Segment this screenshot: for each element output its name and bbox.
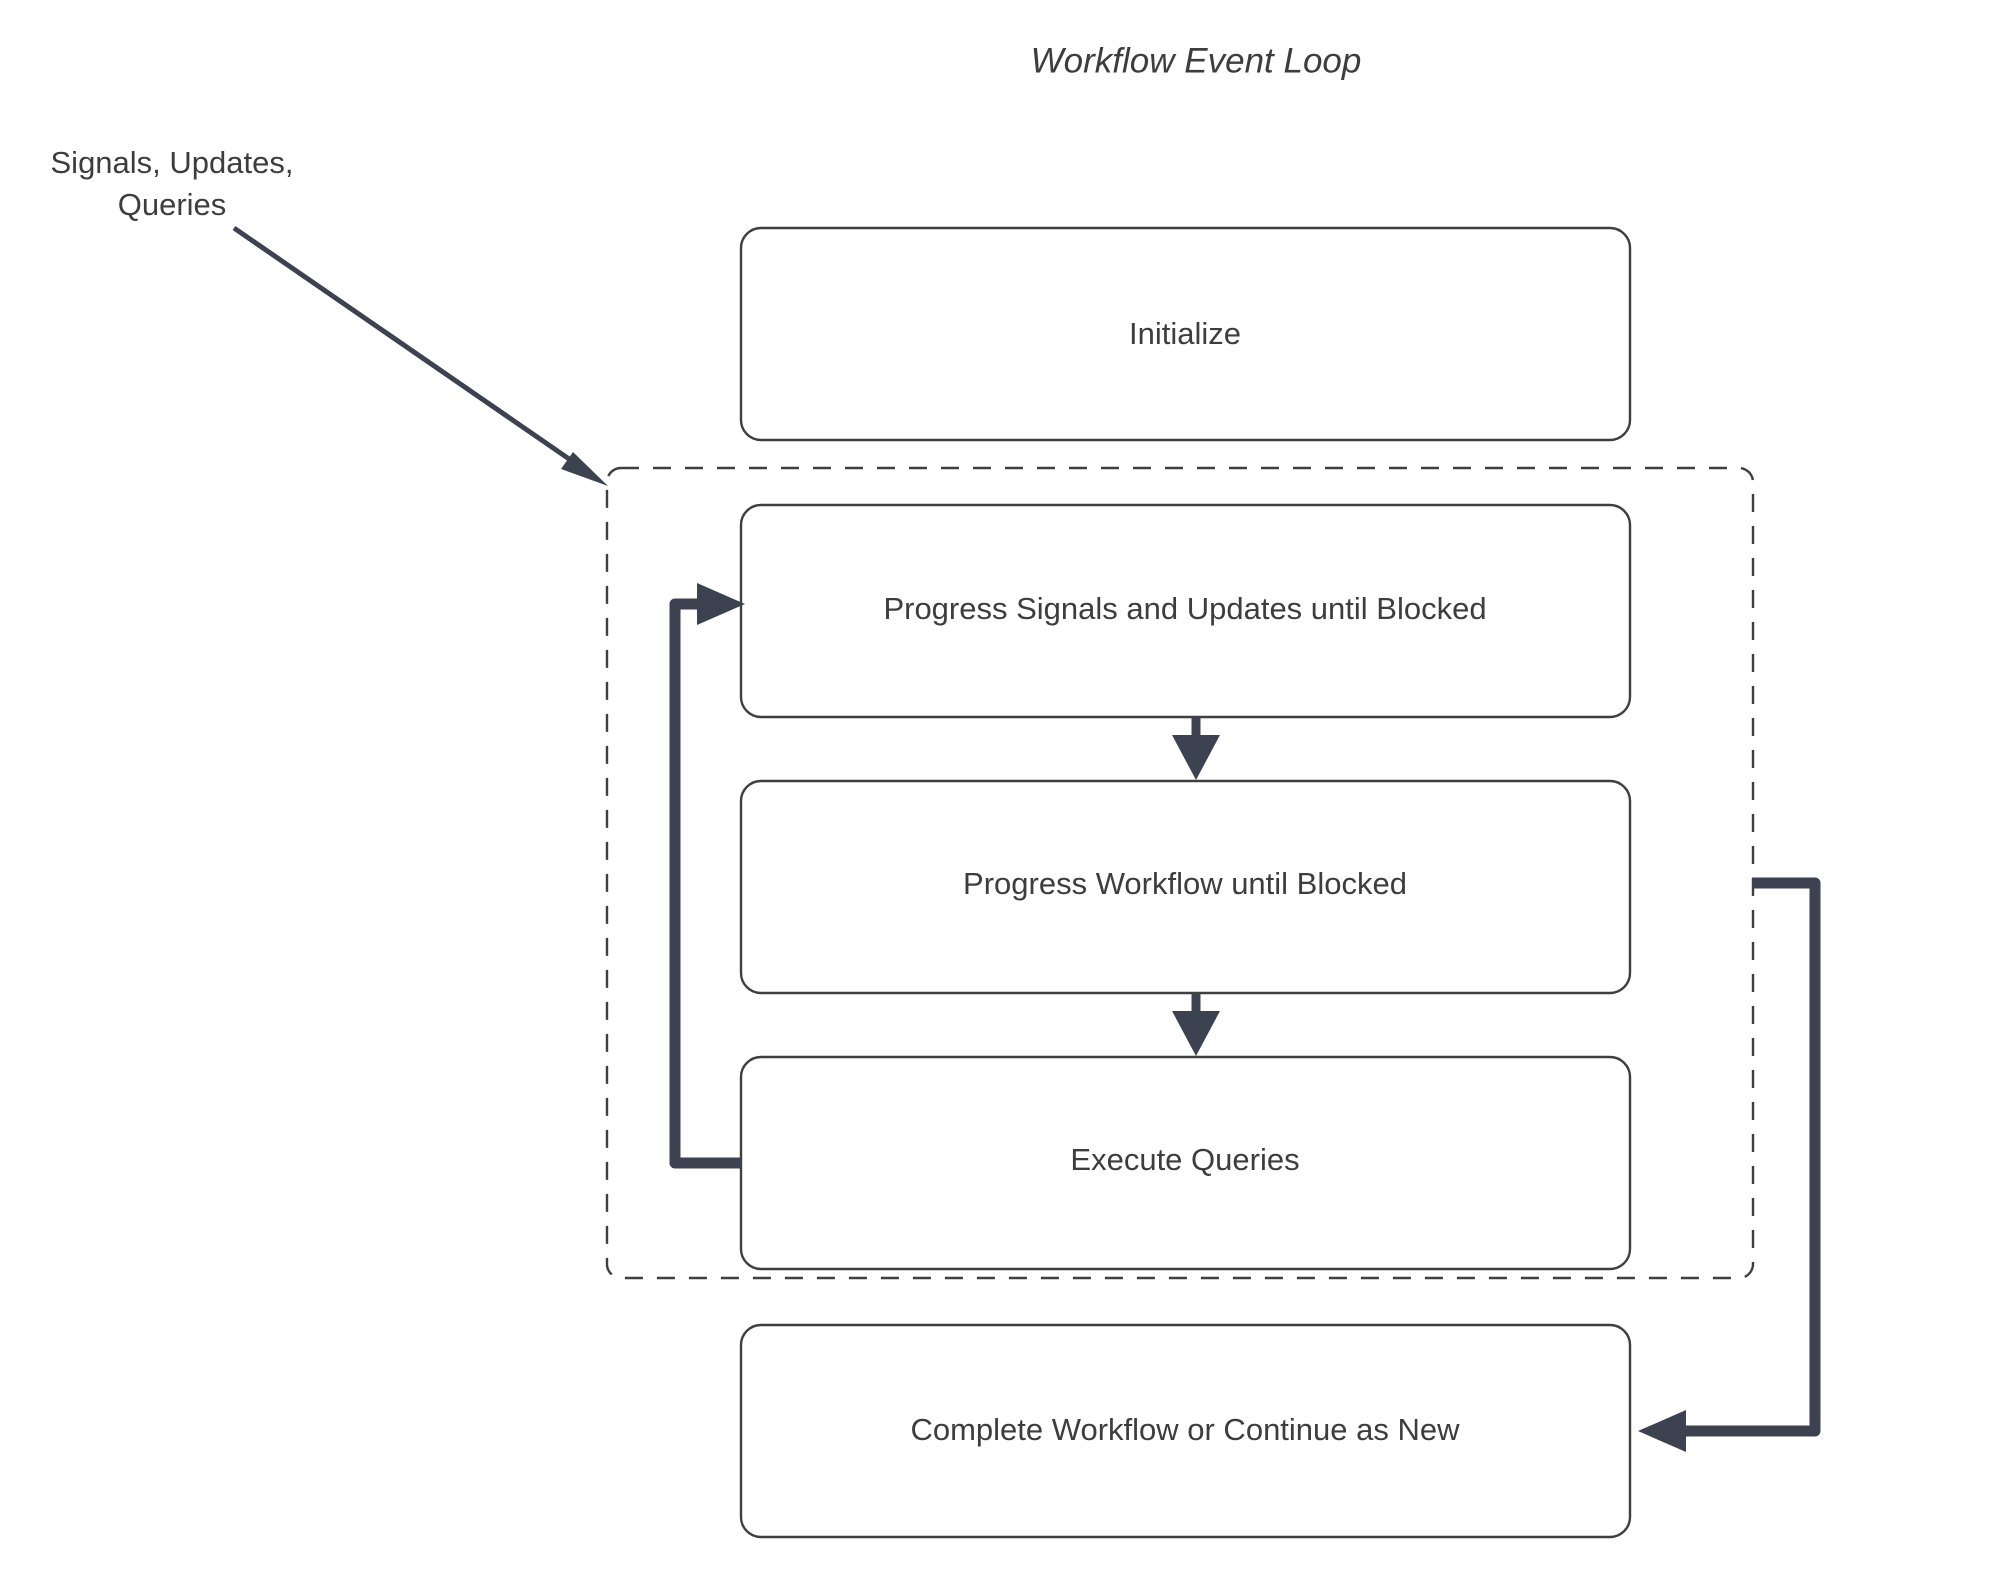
node-initialize-box <box>739 226 1632 442</box>
arrow-head-icon <box>1638 1410 1686 1452</box>
node-execute-queries[interactable]: Execute Queries <box>739 1055 1632 1271</box>
node-progress-signals-box <box>739 503 1632 719</box>
edge-external-to-group <box>232 225 608 486</box>
node-execute-queries-label: Execute Queries <box>1070 1142 1299 1177</box>
edge-group-to-complete <box>1638 877 1821 1452</box>
event-loop-group <box>605 466 1755 1280</box>
arrow-head-icon <box>561 452 608 486</box>
arrow-head-icon <box>697 583 745 625</box>
edge-queries-loop-back <box>669 583 745 1169</box>
node-progress-workflow-box <box>739 779 1632 995</box>
page-title: Workflow Event Loop <box>1031 41 1362 80</box>
node-initialize[interactable]: Initialize <box>739 226 1632 442</box>
edge-signals-to-workflow <box>1172 717 1220 780</box>
arrow-head-icon <box>1172 1011 1220 1056</box>
node-progress-signals[interactable]: Progress Signals and Updates until Block… <box>739 503 1632 719</box>
node-progress-signals-label: Progress Signals and Updates until Block… <box>883 591 1486 626</box>
edge-workflow-to-queries <box>1172 993 1220 1056</box>
node-initialize-label: Initialize <box>1129 316 1241 351</box>
node-complete-workflow-box <box>739 1323 1632 1539</box>
arrow-head-icon <box>1172 735 1220 780</box>
node-progress-workflow[interactable]: Progress Workflow until Blocked <box>739 779 1632 995</box>
node-progress-workflow-label: Progress Workflow until Blocked <box>963 866 1407 901</box>
node-complete-workflow[interactable]: Complete Workflow or Continue as New <box>739 1323 1632 1539</box>
node-complete-workflow-label: Complete Workflow or Continue as New <box>910 1412 1460 1447</box>
external-input-label-line1: Signals, Updates, <box>51 145 294 180</box>
external-input-label-line2: Queries <box>118 187 227 222</box>
